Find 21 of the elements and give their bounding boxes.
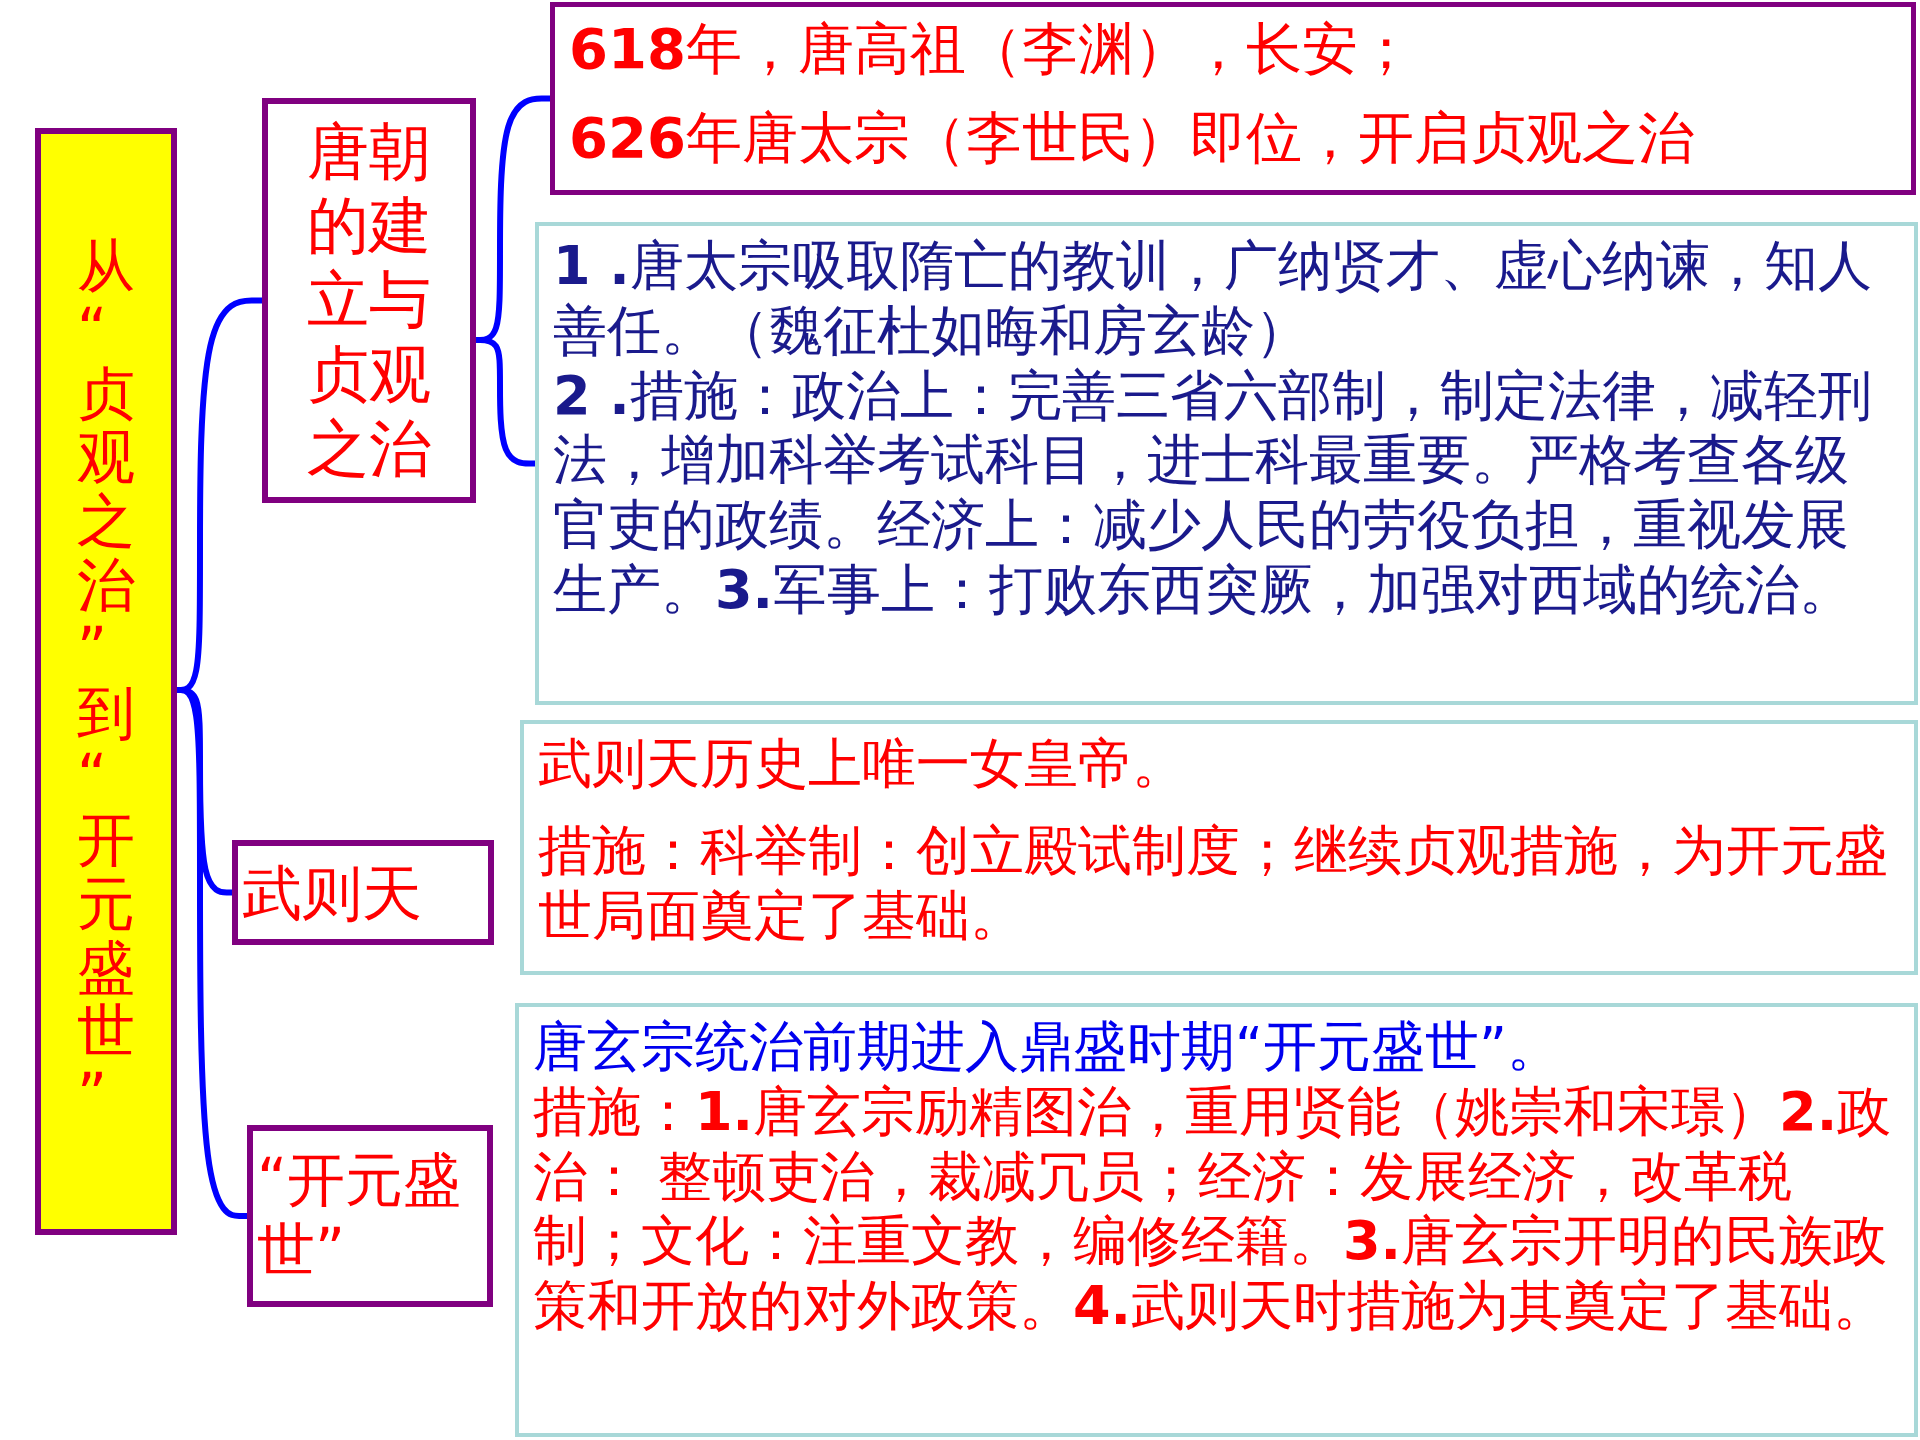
- detail-box: [515, 1003, 1918, 1437]
- text: 武则天历史上唯一女皇帝。: [538, 732, 1187, 797]
- text: 2 .措施：政治上：完善三省六部制，制定法律，减轻刑法，增加科举考试科目，进士科最重要。严格考查各级官吏的政绩。经济上：减少人民的劳役负担，重视发展生产。3.军事上：打败东西突厥，加强对西域的统治。: [553, 363, 1873, 623]
- title-box: [35, 128, 177, 1235]
- text: 武则天: [242, 856, 423, 929]
- text: 1 .唐太宗吸取隋亡的教训，广纳贤才、虚心纳谏，知人善任。（魏征杜如晦和房玄龄）: [553, 234, 1873, 364]
- text: 唐玄宗统治前期进入鼎盛时期“开元盛世”。: [533, 1015, 1562, 1080]
- detail-box: [550, 2, 1916, 195]
- topic-box: [247, 1125, 493, 1307]
- brace-connector: [176, 687, 247, 1219]
- text: 从“贞观之治”到“开元盛世”: [77, 234, 135, 1129]
- text: 唐朝的建立与贞观之治: [307, 114, 431, 487]
- detail-box: [520, 720, 1918, 975]
- topic-box: [232, 840, 494, 945]
- text: 618年，唐高祖（李渊），长安；: [569, 15, 1415, 83]
- text: 措施：1.唐玄宗励精图治，重用贤能（姚崇和宋璟）2.政治： 整顿吏治，裁减冗员；经济：发展经济，改革税制；文化：注重文教，编修经籍。3.唐玄宗开明的民族政策和开放的对外政策。4.武则天时措施为其奠定了基础。: [533, 1079, 1893, 1339]
- text: “开元盛世”: [257, 1146, 463, 1286]
- text: 626年唐太宗（李世民）即位，开启贞观之治: [569, 104, 1695, 172]
- text: 措施：科举制：创立殿试制度；继续贞观措施，为开元盛世局面奠定了基础。: [538, 818, 1889, 949]
- topic-box: [262, 98, 476, 503]
- detail-box: [535, 222, 1918, 705]
